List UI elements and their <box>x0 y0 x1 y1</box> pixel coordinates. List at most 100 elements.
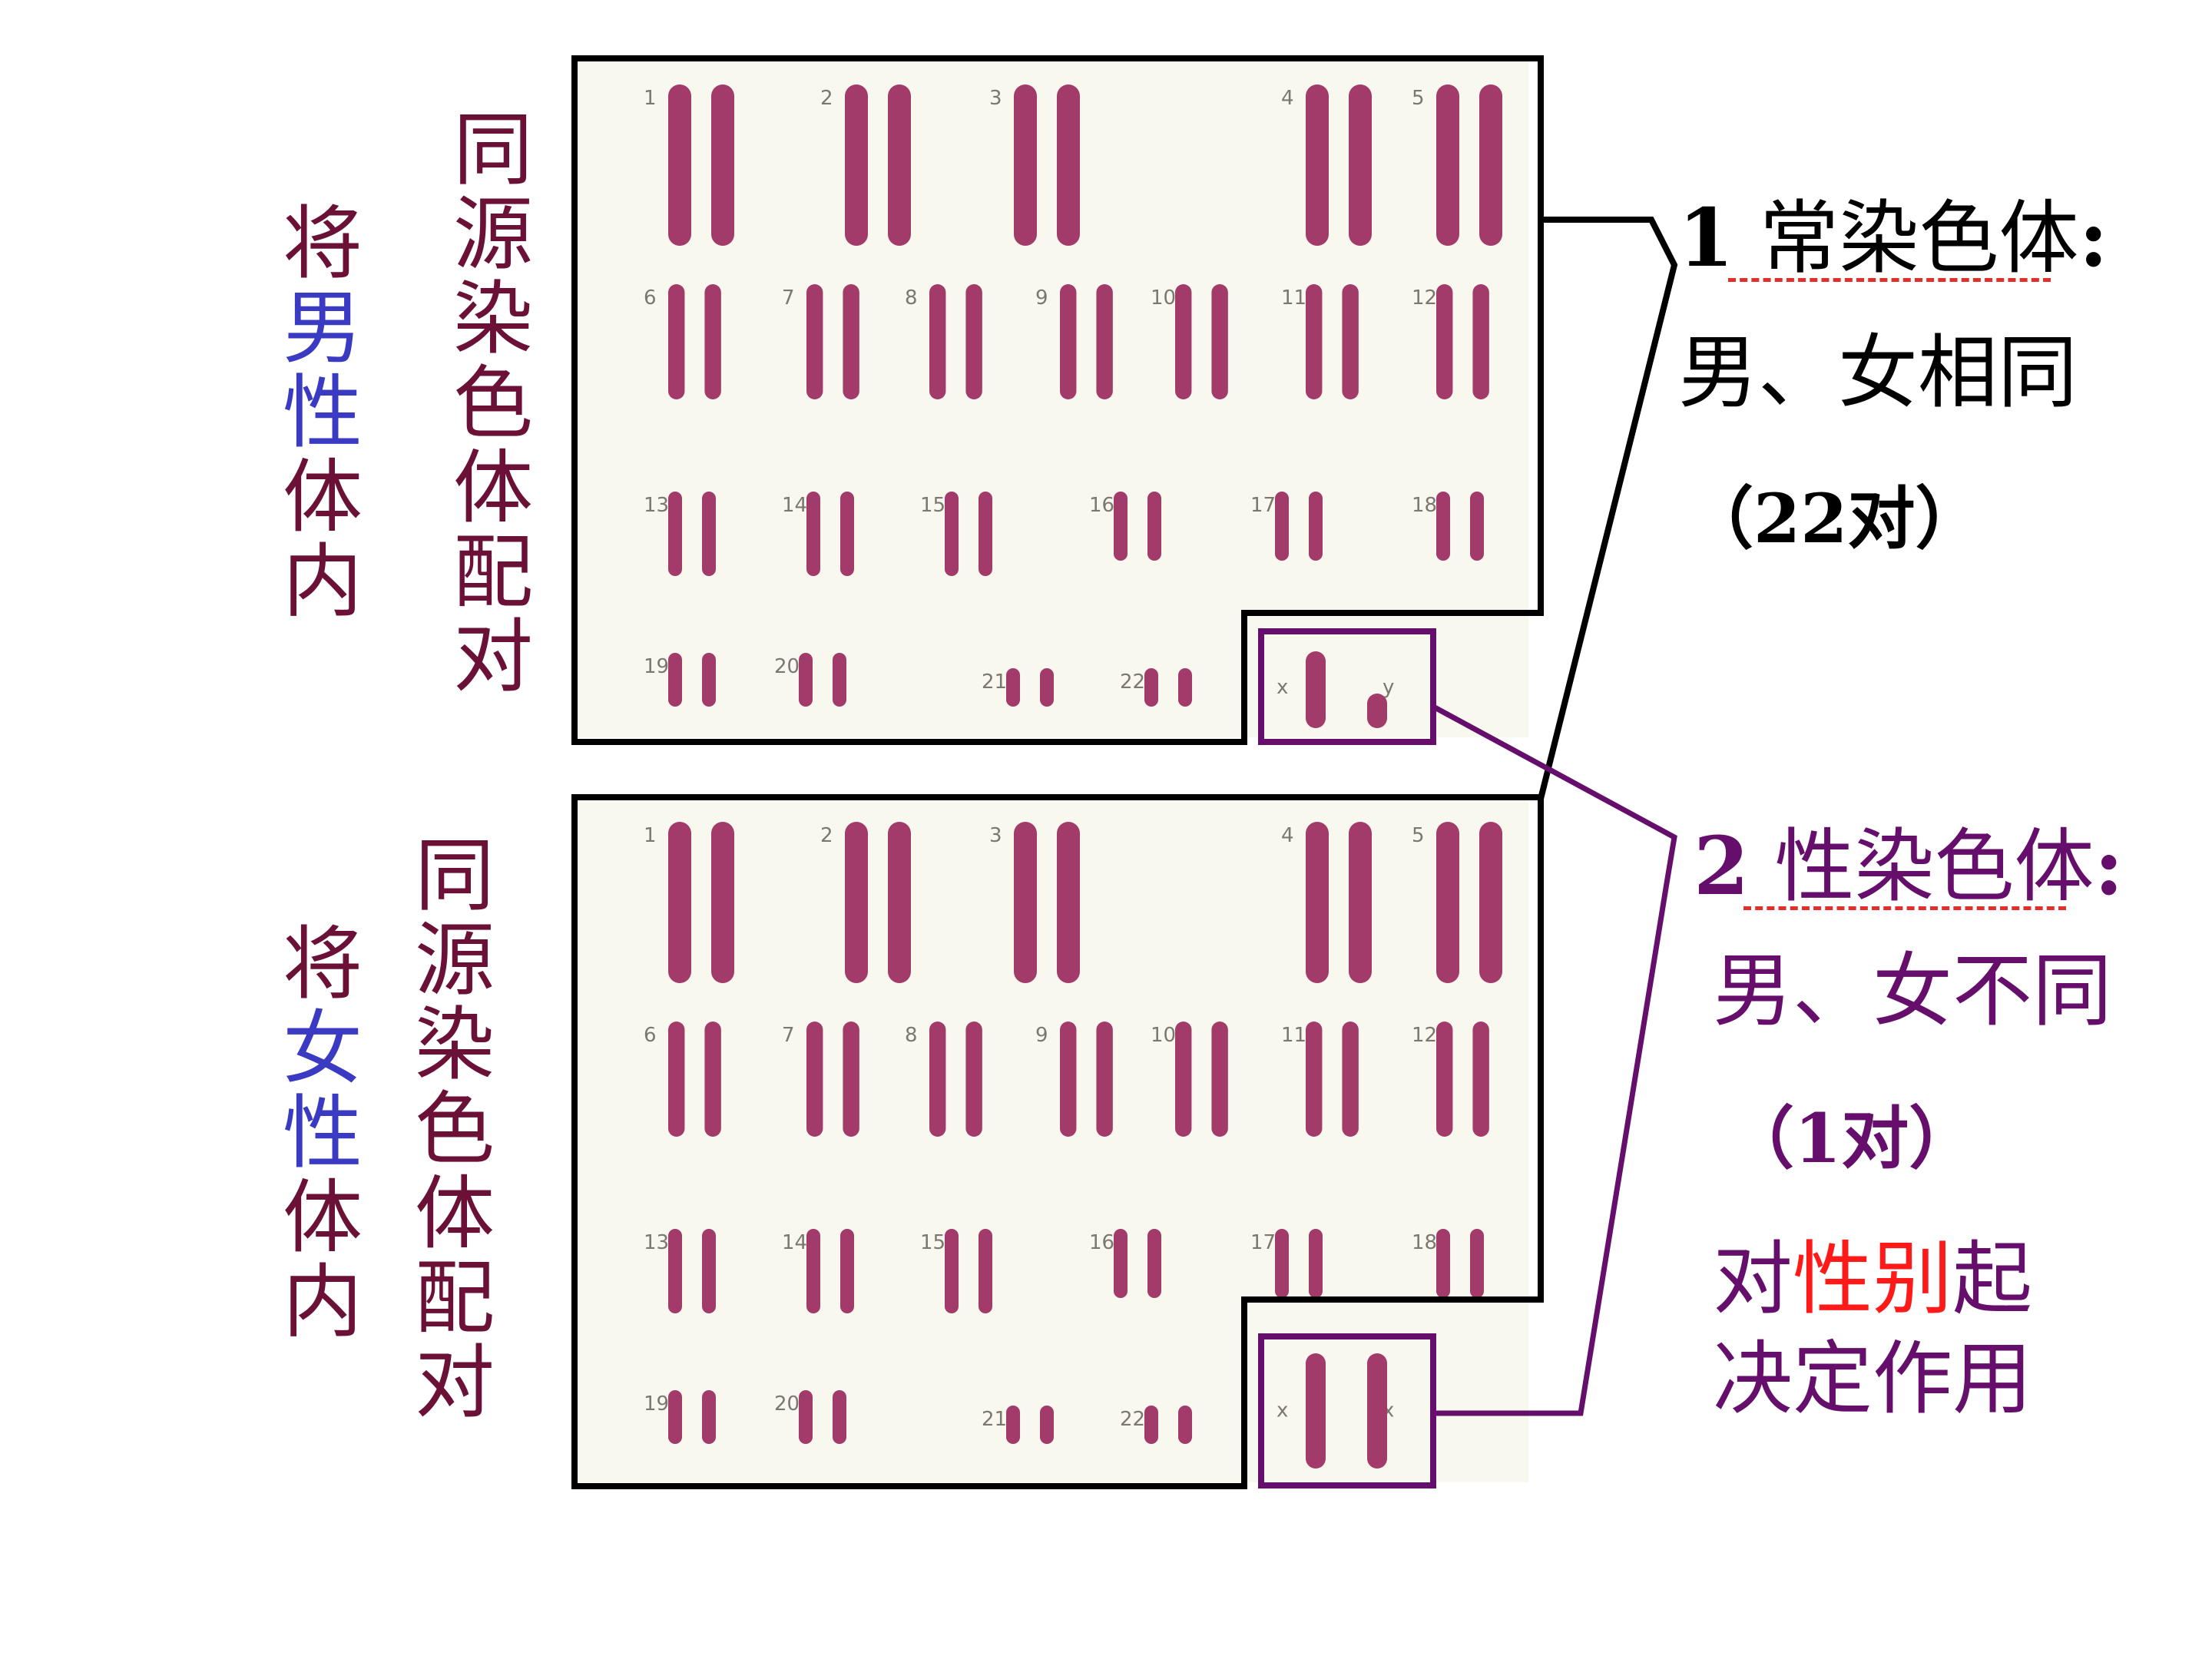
chromosome <box>1436 284 1452 399</box>
chromosome <box>806 284 823 399</box>
chromosome-number-label: 18 <box>1412 1231 1437 1254</box>
chromosome-number-label: 9 <box>1035 286 1048 310</box>
chromosome <box>1057 84 1080 246</box>
chromosome <box>1211 1022 1227 1137</box>
chromosome <box>840 1229 854 1313</box>
chromosome <box>929 1022 945 1137</box>
chromosome-number-label: 14 <box>782 1231 807 1254</box>
chromosome <box>929 284 945 399</box>
chromosome <box>1040 668 1054 707</box>
sex-chromosome <box>1306 651 1326 728</box>
chromosome-number-label: 16 <box>1089 494 1114 517</box>
sex-desc: 男、女不同 <box>1713 945 2112 1037</box>
chromosome <box>711 822 734 983</box>
sex-connector <box>1433 707 1674 1413</box>
chromosome <box>1096 284 1112 399</box>
chromosome-number-label: 1 <box>644 824 657 847</box>
chromosome <box>845 822 868 983</box>
chromosome <box>1472 284 1488 399</box>
sex-underline <box>1743 906 2066 910</box>
chromosome-number-label: 9 <box>1035 1024 1048 1047</box>
chromosome <box>1349 822 1372 983</box>
chromosome <box>1479 822 1502 983</box>
chromosome <box>840 492 854 576</box>
chromosome <box>704 284 720 399</box>
chromosome-number-label: 12 <box>1412 1024 1437 1047</box>
chromosome-number-label: 15 <box>920 1231 945 1254</box>
chromosome <box>1178 1406 1192 1444</box>
chromosome <box>702 492 716 576</box>
chromosome <box>702 653 716 707</box>
chromosome <box>843 284 859 399</box>
chromosome-number-label: 21 <box>982 1408 1007 1431</box>
chromosome <box>1309 1229 1323 1298</box>
female-karyotype: 12345678910111213141516171819202122xx <box>644 822 1502 1469</box>
chromosome-number-label: 4 <box>1281 87 1294 110</box>
chromosome-number-label: 16 <box>1089 1231 1114 1254</box>
chromosome <box>704 1022 720 1137</box>
chromosome-number-label: 14 <box>782 494 807 517</box>
chromosome-number-label: 17 <box>1250 494 1276 517</box>
chromosome-number-label: 22 <box>1120 671 1145 694</box>
sex-chromosome-label: y <box>1382 676 1394 699</box>
autosome-title: 常染色体 <box>1759 191 2078 285</box>
chromosome <box>965 284 982 399</box>
chromosome-number-label: 13 <box>644 1231 669 1254</box>
chromosome <box>806 492 820 576</box>
sex-chromosome-label: x <box>1277 1399 1288 1422</box>
chromosome <box>1470 492 1484 561</box>
chromosome <box>668 1022 684 1137</box>
chromosome <box>1006 1406 1020 1444</box>
chromosome-number-label: 3 <box>989 87 1002 110</box>
autosome-underline <box>1728 278 2051 282</box>
autosome-connector <box>1541 220 1674 799</box>
chromosome <box>1175 284 1191 399</box>
chromosome-number-label: 13 <box>644 494 669 517</box>
chromosome <box>1275 1229 1289 1298</box>
sex-title: 性染色体 <box>1774 820 2094 913</box>
chromosome <box>1147 1229 1161 1298</box>
chromosome <box>1014 84 1037 246</box>
chromosome <box>1114 1229 1128 1298</box>
sex-heading: 2 性染色体: <box>1694 820 2124 912</box>
chromosome-number-label: 4 <box>1281 824 1294 847</box>
sex-role-line1: 对性别起 <box>1713 1233 2032 1325</box>
chromosome <box>1040 1406 1054 1444</box>
chromosome <box>1014 822 1037 983</box>
chromosome <box>799 653 813 707</box>
autosome-count: （22对） <box>1686 480 1982 557</box>
chromosome <box>1057 822 1080 983</box>
chromosome-number-label: 7 <box>782 1024 795 1047</box>
chromosome-number-label: 18 <box>1412 494 1437 517</box>
chromosome <box>1436 492 1450 561</box>
sex-role-post: 起 <box>1952 1232 2032 1326</box>
chromosome <box>1436 1229 1450 1298</box>
chromosome-number-label: 8 <box>905 1024 918 1047</box>
chromosome <box>1060 284 1076 399</box>
chromosome-number-label: 22 <box>1120 1408 1145 1431</box>
chromosome <box>1342 1022 1358 1137</box>
chromosome <box>1472 1022 1488 1137</box>
chromosome <box>668 1390 682 1444</box>
chromosome <box>1306 1022 1322 1137</box>
sex-role-line2: 决定作用 <box>1713 1333 2032 1425</box>
chromosome-number-label: 1 <box>644 87 657 110</box>
chromosome <box>833 1390 846 1444</box>
chromosome-number-label: 7 <box>782 286 795 310</box>
chromosome <box>668 1229 682 1313</box>
chromosome <box>702 1390 716 1444</box>
sex-chromosome <box>1306 1353 1326 1469</box>
chromosome <box>1178 668 1192 707</box>
chromosome <box>1436 822 1459 983</box>
chromosome-number-label: 21 <box>982 671 1007 694</box>
chromosome <box>1275 492 1289 561</box>
chromosome <box>799 1390 813 1444</box>
chromosome <box>806 1022 823 1137</box>
chromosome <box>711 84 734 246</box>
chromosome-number-label: 15 <box>920 494 945 517</box>
chromosome <box>843 1022 859 1137</box>
chromosome <box>1144 668 1158 707</box>
chromosome <box>1349 84 1372 246</box>
chromosome <box>945 1229 959 1313</box>
chromosome <box>979 1229 992 1313</box>
